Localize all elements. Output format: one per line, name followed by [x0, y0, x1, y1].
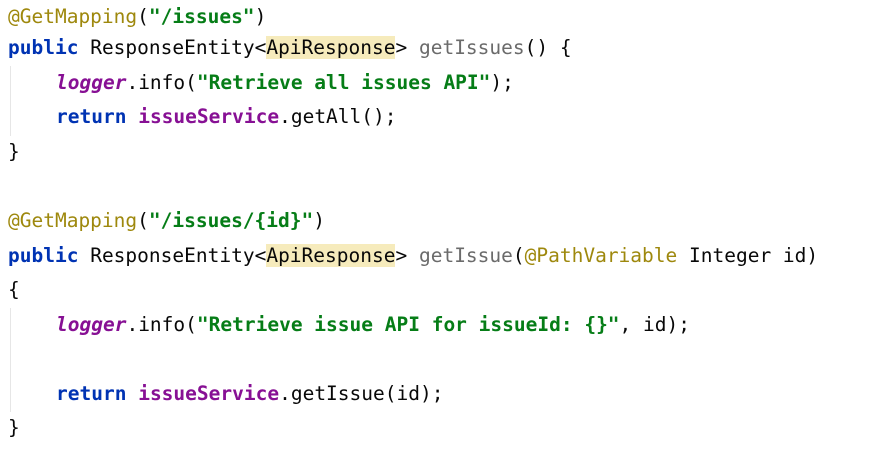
keyword-public: public [8, 244, 79, 267]
highlighted-type: ApiResponse [266, 244, 396, 267]
string-literal: "/issues" [148, 5, 255, 28]
highlighted-type: ApiResponse [266, 36, 396, 59]
code-line-12: return issueService.getIssue(id); [8, 377, 443, 411]
string-literal: "Retrieve all issues API" [196, 71, 491, 94]
method-name: getIssue [418, 244, 513, 267]
close-brace: } [8, 416, 20, 439]
paren: ( [137, 209, 149, 232]
keyword-public: public [8, 36, 79, 59]
type-name: ResponseEntity [90, 244, 255, 267]
generic-open: < [254, 36, 267, 59]
annotation: @GetMapping [8, 5, 138, 28]
service-field: issueService [138, 382, 280, 405]
code-line-7: @GetMapping("/issues/{id}") [8, 204, 325, 238]
logger-field: logger [56, 71, 127, 94]
close-brace: } [8, 140, 20, 163]
method-name: getIssues [418, 36, 525, 59]
paren: ) [313, 209, 326, 232]
paren: ( [137, 5, 149, 28]
code-line-8: public ResponseEntity<ApiResponse> getIs… [8, 239, 818, 273]
code-editor[interactable]: @GetMapping("/issues") public ResponseEn… [8, 0, 868, 452]
code-line-4: return issueService.getAll(); [8, 100, 397, 134]
type-name: ResponseEntity [90, 36, 255, 59]
string-literal: "/issues/{id}" [148, 209, 314, 232]
code-line-10: logger.info("Retrieve issue API for issu… [8, 308, 690, 342]
service-field: issueService [138, 105, 280, 128]
string-literal: "Retrieve issue API for issueId: {}" [196, 313, 620, 336]
call-end: ); [490, 71, 514, 94]
method-call: .getAll(); [279, 105, 397, 128]
method-call: .info( [126, 71, 197, 94]
open-brace: { [8, 278, 20, 301]
call-end: , id); [619, 313, 690, 336]
generic-close: > [395, 36, 408, 59]
indent-guide [10, 66, 11, 136]
generic-open: < [254, 244, 267, 267]
code-line-1: @GetMapping("/issues") [8, 0, 266, 34]
keyword-return: return [56, 382, 127, 405]
annotation: @GetMapping [8, 209, 138, 232]
params: () { [524, 36, 572, 59]
method-call: .info( [126, 313, 197, 336]
logger-field: logger [56, 313, 127, 336]
code-line-13: } [8, 411, 20, 445]
generic-close: > [395, 244, 408, 267]
param-rest: Integer id) [677, 244, 819, 267]
method-call: .getIssue(id); [279, 382, 444, 405]
code-line-2: public ResponseEntity<ApiResponse> getIs… [8, 31, 572, 65]
paren: ) [254, 5, 267, 28]
params-open: ( [512, 244, 525, 267]
code-line-5: } [8, 135, 20, 169]
keyword-return: return [56, 105, 127, 128]
code-line-3: logger.info("Retrieve all issues API"); [8, 66, 514, 100]
param-annotation: @PathVariable [524, 244, 678, 267]
indent-guide [10, 308, 11, 412]
code-line-9: { [8, 273, 20, 307]
